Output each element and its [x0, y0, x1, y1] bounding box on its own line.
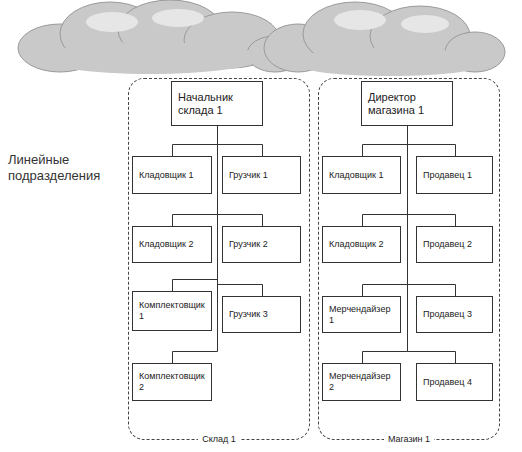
position-title: Комплектовщик 1 — [139, 300, 205, 322]
org-connector — [218, 126, 263, 296]
org-connector — [363, 126, 408, 226]
cloud-highlight — [152, 9, 204, 27]
position-box: Продавец 4 — [416, 363, 493, 401]
position-title: Кладовщик 1 — [329, 170, 383, 181]
dashed-group: Склад 1Начальник склада 1Кладовщик 1Груз… — [128, 78, 310, 440]
cloud-base — [290, 48, 490, 76]
dashed-group: Магазин 1Директор магазина 1Кладовщик 1П… — [318, 78, 500, 440]
org-connector — [408, 126, 456, 296]
position-title: Комплектовщик 2 — [139, 371, 205, 393]
cloud-highlight — [401, 15, 449, 33]
org-connector — [173, 126, 218, 156]
position-title: Директор магазина 1 — [368, 91, 446, 117]
position-title: Кладовщик 2 — [329, 239, 383, 250]
org-connector — [363, 126, 408, 296]
cloud-right — [264, 2, 505, 76]
position-box: Грузчик 3 — [222, 296, 301, 333]
org-connector — [363, 126, 408, 363]
position-box: Мерчендайзер 2 — [322, 363, 401, 401]
group-label: Магазин 1 — [384, 434, 434, 444]
cloud-highlight — [86, 12, 138, 32]
org-connector — [173, 126, 218, 291]
cloud-highlight — [334, 10, 386, 30]
head-box: Начальник склада 1 — [171, 81, 263, 126]
position-box: Кладовщик 2 — [322, 226, 401, 263]
position-title: Продавец 2 — [423, 239, 472, 250]
position-title: Продавец 3 — [423, 309, 472, 320]
position-title: Грузчик 1 — [229, 170, 268, 181]
org-connector — [218, 126, 263, 226]
cloud-highlights — [86, 9, 449, 33]
position-box: Продавец 3 — [416, 296, 493, 333]
org-connector — [408, 126, 456, 226]
position-title: Кладовщик 2 — [139, 239, 193, 250]
position-box: Грузчик 2 — [222, 226, 301, 263]
position-box: Комплектовщик 2 — [132, 363, 212, 401]
position-box: Грузчик 1 — [222, 156, 301, 194]
position-box: Кладовщик 2 — [132, 226, 212, 263]
group-label-row: Склад 1 — [129, 434, 309, 445]
org-connector — [363, 126, 408, 156]
position-box: Комплектовщик 1 — [132, 291, 212, 331]
cloud-base — [40, 42, 260, 74]
org-connector — [408, 126, 456, 156]
position-box: Кладовщик 1 — [132, 156, 212, 194]
position-title: Начальник склада 1 — [178, 91, 256, 117]
position-box: Мерчендайзер 1 — [322, 296, 401, 333]
group-label: Склад 1 — [198, 434, 240, 444]
position-title: Грузчик 3 — [229, 309, 268, 320]
cloud-left — [18, 0, 303, 74]
position-title: Продавец 4 — [423, 377, 472, 388]
group-label-row: Магазин 1 — [319, 434, 499, 445]
side-label: Линейные подразделения — [8, 152, 113, 184]
position-title: Продавец 1 — [423, 170, 472, 181]
position-box: Продавец 2 — [416, 226, 493, 263]
position-box: Кладовщик 1 — [322, 156, 401, 194]
position-title: Кладовщик 1 — [139, 170, 193, 181]
org-connector — [218, 126, 263, 156]
position-title: Грузчик 2 — [229, 239, 268, 250]
position-title: Мерчендайзер 1 — [329, 304, 394, 326]
position-box: Продавец 1 — [416, 156, 493, 194]
org-connector — [173, 126, 218, 226]
position-title: Мерчендайзер 2 — [329, 371, 394, 393]
org-connector — [173, 126, 218, 363]
org-connector — [408, 126, 456, 363]
head-box: Директор магазина 1 — [361, 81, 453, 126]
